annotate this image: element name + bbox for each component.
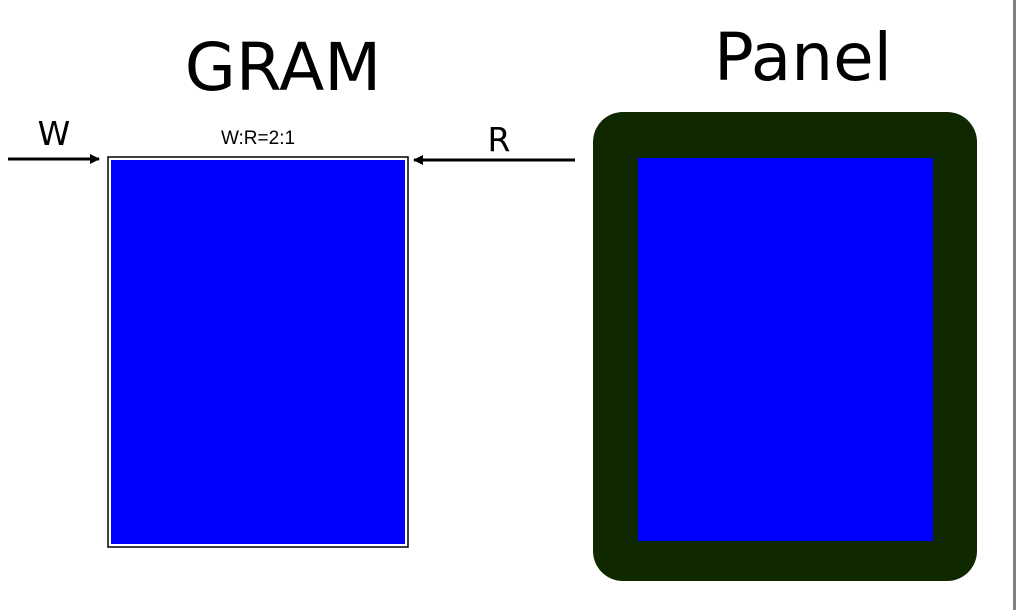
gram-outer-border [107, 156, 409, 548]
panel-display [593, 112, 977, 581]
ratio-label: W:R=2:1 [221, 128, 295, 149]
write-label: W [38, 114, 71, 153]
right-edge-bar [1013, 0, 1016, 610]
gram-inner-border [109, 158, 407, 546]
read-label: R [488, 120, 511, 159]
gram-block [107, 156, 409, 548]
gram-fill [111, 160, 405, 544]
gram-title: GRAM [185, 29, 381, 106]
panel-screen [638, 158, 933, 541]
panel-title: Panel [714, 19, 892, 96]
